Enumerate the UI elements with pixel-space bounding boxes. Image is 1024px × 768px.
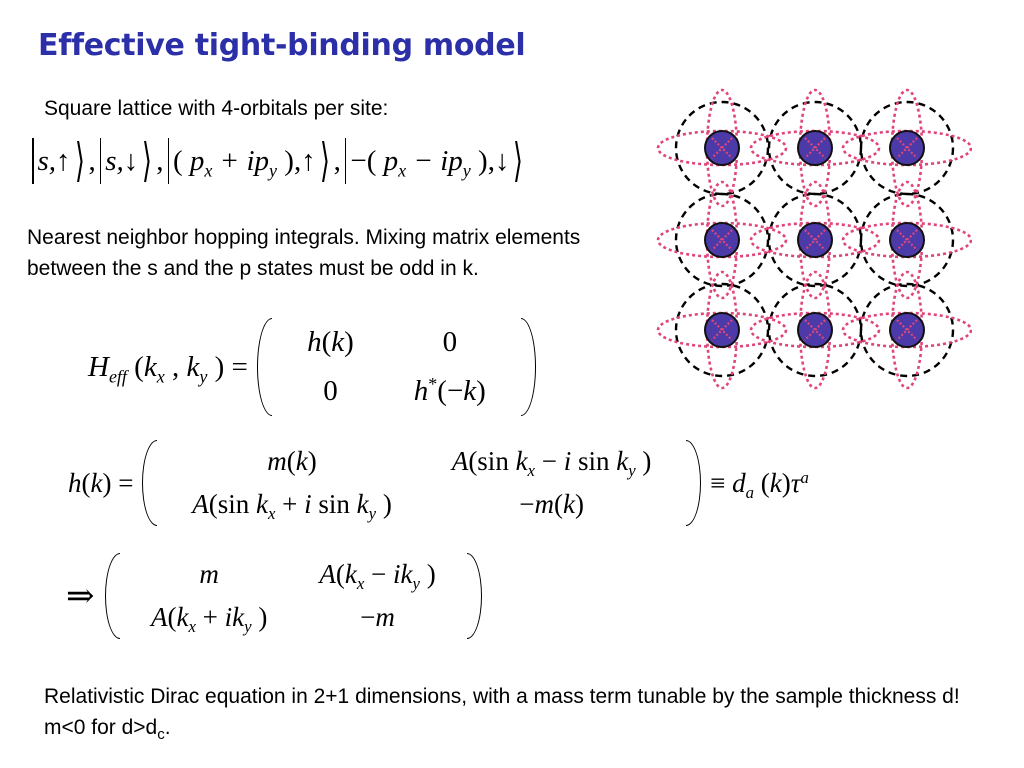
- hk-equation: h(k) = m(k) A(sin kx − i sin ky ) A(sin …: [68, 440, 809, 526]
- lattice-atom: [704, 222, 740, 258]
- dirac-text: Relativistic Dirac equation in 2+1 dimen…: [44, 681, 984, 750]
- lattice-atoms: [704, 130, 925, 348]
- s-orbital-ring: [859, 282, 955, 378]
- ket-s-down: s,↓⟩: [96, 138, 157, 184]
- hk-matrix: m(k) A(sin kx − i sin ky ) A(sin kx + i …: [140, 440, 703, 526]
- atom-cross-line: [711, 137, 733, 159]
- dirac-text-main: Relativistic Dirac equation in 2+1 dimen…: [44, 685, 960, 739]
- heff-matrix-12: 0: [442, 326, 458, 358]
- atom-cross-line: [896, 137, 918, 159]
- hopping-text: Nearest neighbor hopping integrals. Mixi…: [27, 226, 581, 280]
- atom-cross-line: [896, 229, 918, 251]
- lattice-atom: [797, 130, 833, 166]
- hk-matrix-22: −m(k): [519, 489, 584, 519]
- lattice-atom: [889, 222, 925, 258]
- atom-cross-line: [804, 137, 826, 159]
- hk-matrix-21: A(sin kx + i sin ky ): [192, 489, 392, 523]
- slide-title: Effective tight-binding model: [38, 28, 526, 63]
- atom-cross-line: [711, 229, 733, 251]
- implies-equation: ⇒ m A(kx − iky ) A(kx + iky ) −m: [66, 553, 484, 639]
- atom-cross-line: [896, 229, 918, 251]
- hk-rhs: ≡ da (k)τa: [703, 467, 809, 502]
- dirac-matrix: m A(kx − iky ) A(kx + iky ) −m: [103, 553, 484, 639]
- implies-symbol: ⇒: [66, 578, 103, 615]
- lattice-atom: [889, 312, 925, 348]
- atom-cross-line: [711, 319, 733, 341]
- heff-matrix: h(k) 0 0 h*(−k): [255, 318, 538, 416]
- atom-cross-line: [896, 137, 918, 159]
- dirac-matrix-11: m: [199, 559, 219, 589]
- heff-matrix-11: h(k): [307, 326, 354, 358]
- atom-cross-line: [711, 319, 733, 341]
- heff-matrix-21: 0: [323, 375, 338, 407]
- dirac-text-subscript: c: [157, 726, 165, 743]
- ket-s-up-label: s,: [37, 144, 57, 177]
- s-orbital-rings: [674, 100, 955, 378]
- dirac-matrix-22: −m: [360, 602, 395, 632]
- ket-p-plus-up: ( px + ipy ),↑⟩: [164, 138, 334, 184]
- atom-cross-line: [896, 319, 918, 341]
- atom-cross-line: [711, 137, 733, 159]
- ket-s-up: s,↑⟩: [28, 138, 89, 184]
- lattice-atom: [889, 130, 925, 166]
- atom-cross-line: [804, 137, 826, 159]
- lattice-atom: [797, 222, 833, 258]
- atom-cross-line: [804, 319, 826, 341]
- basis-states: s,↑⟩ , s,↓⟩ , ( px + ipy ),↑⟩ , −( px − …: [28, 138, 527, 184]
- hk-lhs: h(k) =: [68, 467, 141, 498]
- hk-matrix-11: m(k): [267, 446, 317, 476]
- heff-lhs: Heff (kx , ky ) =: [88, 350, 256, 386]
- atom-cross-line: [804, 229, 826, 251]
- lattice-atom: [797, 312, 833, 348]
- lattice-atom: [704, 130, 740, 166]
- heff-equation: Heff (kx , ky ) = h(k) 0 0 h*(−k): [88, 318, 538, 416]
- atom-cross-line: [804, 229, 826, 251]
- dirac-text-end: .: [164, 716, 171, 739]
- lattice-diagram: [656, 88, 972, 390]
- dirac-matrix-21: A(kx + iky ): [151, 602, 268, 636]
- s-orbital-ring: [859, 192, 955, 288]
- intro-text: Square lattice with 4-orbitals per site:: [44, 97, 389, 120]
- atom-cross-line: [896, 319, 918, 341]
- heff-matrix-22: h*(−k): [413, 374, 486, 407]
- hk-matrix-12: A(sin kx − i sin ky ): [451, 446, 652, 480]
- ket-p-minus-down: −( px − ipy ),↓⟩: [341, 138, 528, 184]
- dirac-matrix-12: A(kx − iky ): [319, 559, 436, 593]
- atom-cross-line: [804, 319, 826, 341]
- lattice-atom: [704, 312, 740, 348]
- atom-cross-line: [711, 229, 733, 251]
